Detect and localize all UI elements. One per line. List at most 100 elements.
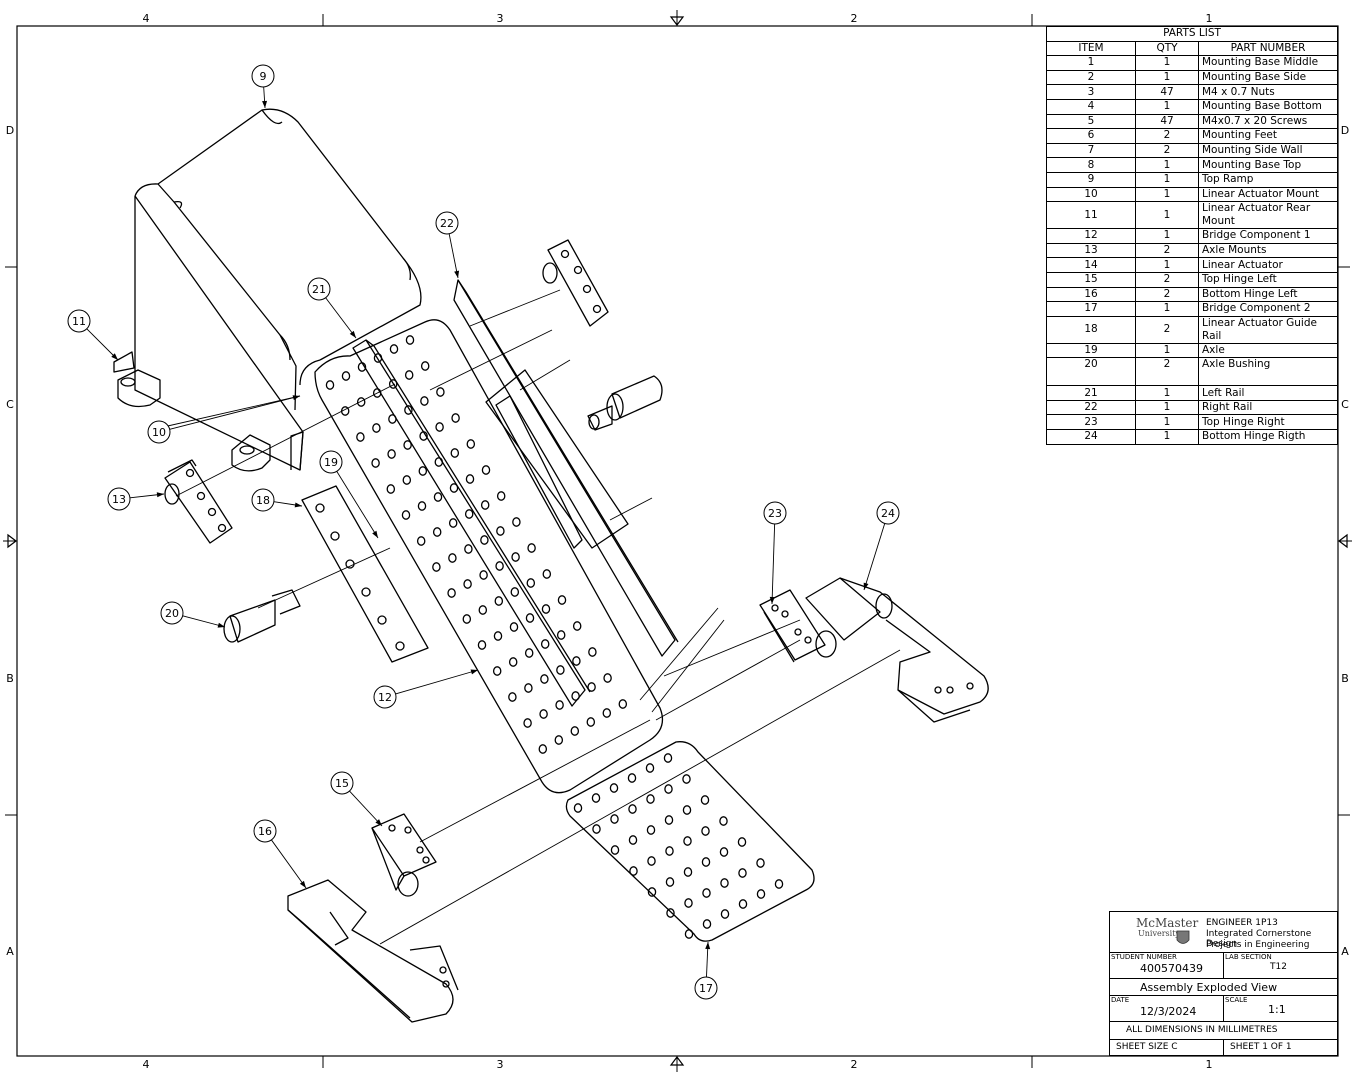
bolt-hole	[702, 919, 712, 929]
parts-list-header-part: PART NUMBER	[1198, 40, 1338, 57]
bolt-hole	[556, 665, 565, 675]
bolt-hole	[538, 744, 548, 754]
zone-col-4-bottom: 4	[142, 1058, 150, 1071]
parts-list-qty: 1	[1135, 98, 1199, 115]
zone-col-2-bottom: 2	[850, 1058, 858, 1071]
parts-list-part-number: Right Rail	[1198, 399, 1338, 416]
parts-list-qty: 47	[1135, 113, 1199, 130]
balloon-circle	[694, 976, 718, 1000]
balloon-23: 23	[763, 501, 787, 605]
student-number-label: STUDENT NUMBER	[1111, 953, 1177, 961]
parts-list-qty: 1	[1135, 301, 1199, 317]
bolt-hole	[387, 449, 396, 459]
zone-col-1-top: 1	[1205, 12, 1213, 25]
balloon-circle	[107, 487, 131, 511]
balloon-label: 13	[112, 493, 126, 506]
bolt-hole	[665, 877, 675, 887]
bolt-hole	[466, 439, 476, 449]
bolt-hole	[664, 815, 674, 825]
bolt-hole	[646, 794, 655, 804]
balloon-10: 10	[147, 395, 301, 444]
drawing-title: Assembly Exploded View	[1140, 981, 1278, 994]
bolt-hole	[523, 718, 532, 728]
bolt-hole	[540, 674, 549, 684]
bolt-hole	[557, 595, 567, 605]
parts-list-title: PARTS LIST	[1046, 26, 1338, 42]
zone-row-d-left: D	[5, 124, 15, 137]
top-ramp-part	[134, 108, 422, 471]
bolt-hole	[510, 587, 520, 597]
bolt-hole	[405, 335, 415, 345]
balloon-label: 11	[72, 315, 86, 328]
bolt-hole	[603, 673, 612, 683]
bolt-hole	[389, 344, 399, 354]
bolt-hole	[447, 588, 456, 598]
bolt-hole	[386, 484, 396, 494]
bolt-hole	[463, 579, 472, 589]
parts-list-item: 11	[1046, 201, 1136, 230]
leader-arrowhead	[375, 819, 382, 826]
balloon-label: 12	[378, 691, 392, 704]
balloon-leader	[182, 615, 226, 628]
bolt-hole	[420, 361, 430, 371]
student-number: 400570439	[1140, 962, 1203, 975]
mcmaster-logo-sub: University	[1138, 929, 1180, 938]
bolt-hole	[647, 887, 657, 897]
parts-list-item: 21	[1046, 385, 1136, 401]
bolt-hole	[480, 500, 490, 510]
bolt-hole	[666, 908, 675, 918]
bolt-hole	[573, 803, 583, 813]
bolt-hole	[479, 570, 488, 580]
bolt-hole	[480, 535, 489, 545]
parts-list-qty: 2	[1135, 357, 1199, 387]
bolt-hole	[451, 413, 460, 423]
leader-arrowhead	[470, 669, 478, 675]
bolt-hole	[462, 614, 472, 624]
bolt-hole	[419, 431, 428, 441]
bolt-hole	[719, 816, 728, 826]
balloon-label: 23	[768, 507, 782, 520]
balloon-circle	[876, 501, 900, 525]
bolt-hole	[356, 397, 366, 407]
bolt-hole	[737, 837, 747, 847]
balloon-13: 13	[107, 487, 165, 511]
bolt-hole	[682, 805, 692, 815]
course-name-line3: Projects in Engineering	[1206, 940, 1310, 950]
parts-list-qty: 1	[1135, 399, 1199, 416]
bolt-hole	[629, 866, 638, 876]
bolt-hole	[645, 763, 655, 773]
bolt-hole	[588, 647, 597, 657]
bolt-hole	[404, 405, 413, 415]
zone-row-b-left: B	[6, 672, 14, 685]
bolt-hole	[610, 814, 619, 824]
parts-list-item: 14	[1046, 257, 1136, 273]
parts-list-item: 17	[1046, 301, 1136, 317]
bolt-hole	[701, 826, 710, 836]
bolt-hole	[555, 700, 564, 710]
balloon-20: 20	[160, 601, 226, 628]
parts-list-part-number: M4x0.7 x 20 Screws	[1198, 113, 1338, 130]
parts-list-part-number: Axle	[1198, 342, 1338, 359]
leader-arrowhead	[294, 502, 302, 508]
parts-list-item: 5	[1046, 113, 1136, 130]
parts-list-part-number: Linear Actuator Guide Rail	[1198, 315, 1338, 344]
bolt-hole	[525, 613, 535, 623]
sheet-number: SHEET 1 OF 1	[1230, 1042, 1292, 1052]
right-rail	[453, 279, 679, 657]
title-block-student-row: STUDENT NUMBER 400570439 LAB SECTION T12	[1110, 953, 1337, 979]
lab-section-label: LAB SECTION	[1225, 953, 1272, 961]
balloon-label: 10	[152, 426, 166, 439]
bolt-hole	[701, 857, 711, 867]
left-rail	[352, 339, 591, 707]
parts-list-header-item: ITEM	[1046, 40, 1136, 57]
parts-list-qty: 2	[1135, 286, 1199, 303]
